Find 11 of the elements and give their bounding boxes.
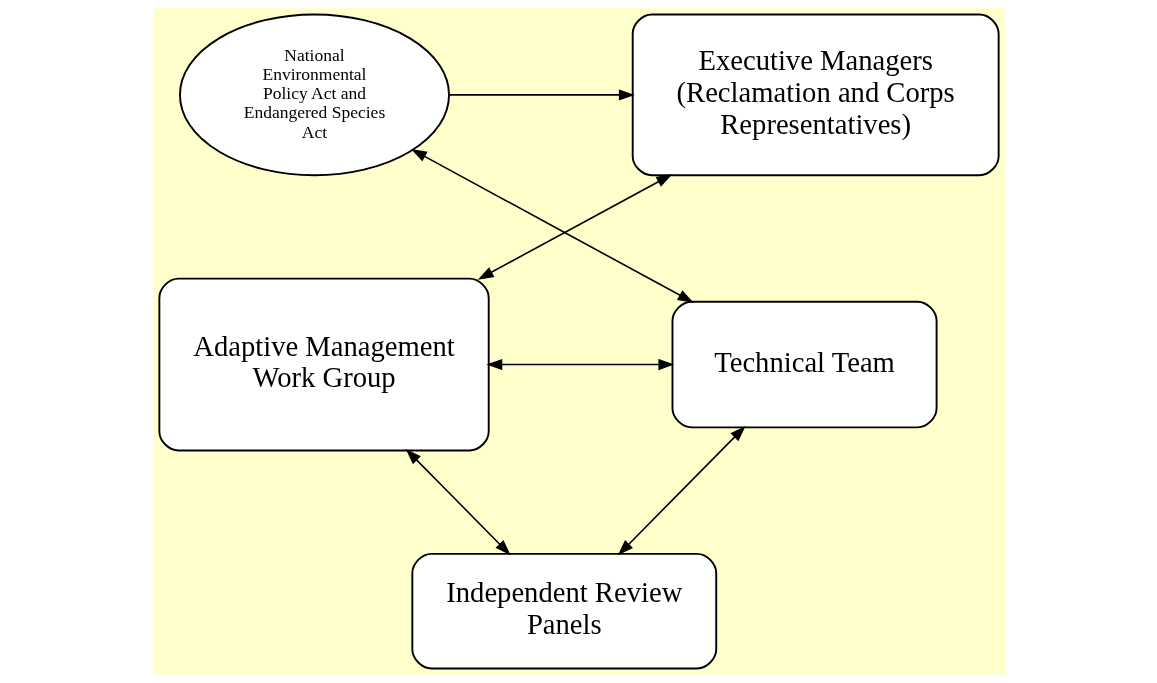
arrow (477, 174, 672, 280)
node-box: Executive Managers (Reclamation and Corps Representatives) (631, 13, 1000, 177)
arrow (617, 425, 746, 556)
arrow (447, 89, 635, 101)
node-box: Adaptive Management Work Group (157, 277, 490, 452)
arrow (410, 148, 694, 303)
arrow (485, 359, 674, 371)
node-box: Independent Review Panels (410, 552, 717, 670)
node-box: Technical Team (671, 300, 938, 429)
arrow (405, 448, 511, 556)
node-ellipse: National Environmental Policy Act and Endangered Species Act (178, 13, 450, 177)
